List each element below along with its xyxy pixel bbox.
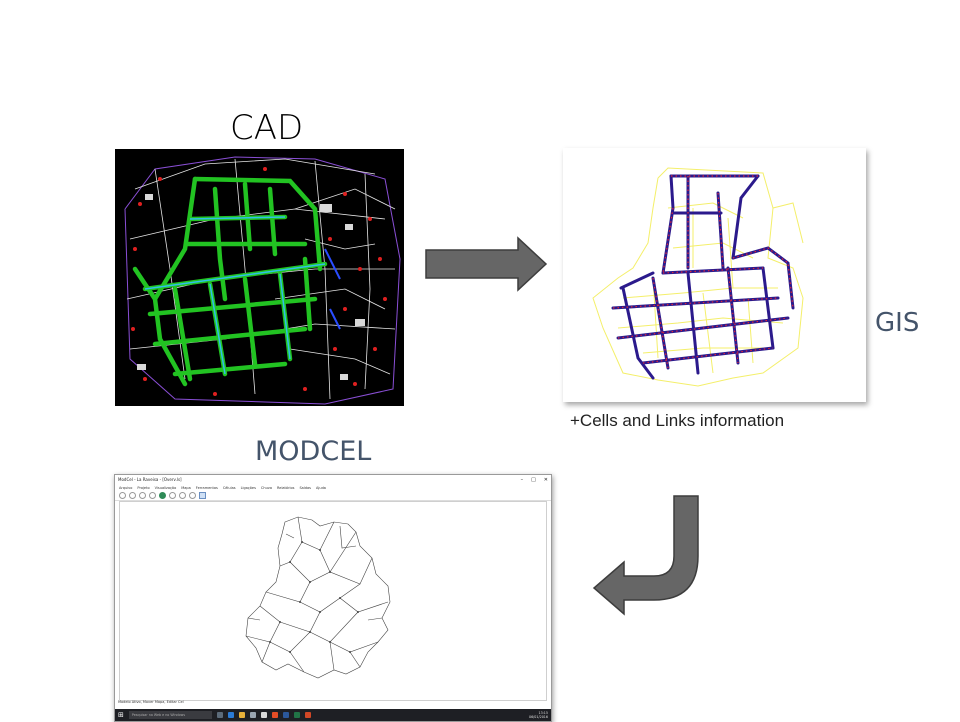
menu-ajuda[interactable]: Ajuda <box>315 485 326 490</box>
toolbar-button[interactable] <box>139 492 146 499</box>
store-icon[interactable] <box>249 712 256 718</box>
edge-icon[interactable] <box>227 712 234 718</box>
menu-ligacoes[interactable]: Ligações <box>240 485 256 490</box>
clock-time: 13:15 <box>538 711 548 715</box>
powerpoint-icon[interactable] <box>304 712 311 718</box>
menu-relatorios[interactable]: Relatórios <box>277 485 295 490</box>
file-explorer-icon[interactable] <box>238 712 245 718</box>
toolbar <box>115 491 551 501</box>
app-icon[interactable] <box>260 712 267 718</box>
menu-chuva[interactable]: Chuva <box>260 485 273 490</box>
menu-bar: Arquivo Projeto Visualização Mapa Ferram… <box>115 484 551 491</box>
gis-info-caption: +Cells and Links information <box>570 411 785 430</box>
menu-saidas[interactable]: Saídas <box>299 485 311 490</box>
menu-arquivo[interactable]: Arquivo <box>119 485 133 490</box>
chrome-icon[interactable] <box>271 712 278 718</box>
curved-arrow-icon <box>592 495 699 616</box>
menu-mapa[interactable]: Mapa <box>181 485 191 490</box>
toolbar-button[interactable] <box>149 492 156 499</box>
gis-label: GIS <box>875 308 920 338</box>
toolbar-button-green[interactable] <box>159 492 166 499</box>
clock-date: 06/01/2016 <box>528 715 548 719</box>
word-icon[interactable] <box>282 712 289 718</box>
windows-taskbar: ⊞ Pesquisar na Web e no Windows 13:15 06… <box>115 709 551 721</box>
toolbar-button[interactable] <box>189 492 196 499</box>
windows-start-icon[interactable]: ⊞ <box>118 711 124 719</box>
menu-celulas[interactable]: Células <box>222 485 236 490</box>
task-view-icon[interactable] <box>216 712 223 718</box>
toolbar-button[interactable] <box>179 492 186 499</box>
close-icon[interactable]: ✕ <box>543 476 548 483</box>
status-bar: Modelo Ativo, Mover Mapa, Editar Cel <box>118 700 184 704</box>
maximize-icon[interactable]: □ <box>531 476 536 483</box>
window-title: ModCel - La Raveisa - [Overv.ls] <box>118 477 182 482</box>
taskbar-clock[interactable]: 13:15 06/01/2016 <box>529 711 548 719</box>
toolbar-button[interactable] <box>119 492 126 499</box>
right-arrow-icon <box>425 236 548 292</box>
modcel-window-screenshot: ModCel - La Raveisa - [Overv.ls] – □ ✕ A… <box>114 474 552 722</box>
toolbar-button[interactable] <box>129 492 136 499</box>
menu-visualizacao[interactable]: Visualização <box>154 485 177 490</box>
menu-ferramentas[interactable]: Ferramentas <box>195 485 218 490</box>
minimize-icon[interactable]: – <box>520 476 524 483</box>
gis-map-image <box>563 148 866 402</box>
toolbar-button-selected[interactable] <box>199 492 206 499</box>
cad-label: CAD <box>230 108 304 148</box>
cad-drawing-image <box>115 149 404 406</box>
toolbar-button[interactable] <box>169 492 176 499</box>
modcel-label: MODCEL <box>255 436 372 467</box>
excel-icon[interactable] <box>293 712 300 718</box>
taskbar-search-input[interactable]: Pesquisar na Web e no Windows <box>128 711 212 719</box>
map-canvas[interactable] <box>119 501 547 701</box>
window-titlebar: ModCel - La Raveisa - [Overv.ls] – □ ✕ <box>115 475 551 484</box>
menu-projeto[interactable]: Projeto <box>137 485 150 490</box>
